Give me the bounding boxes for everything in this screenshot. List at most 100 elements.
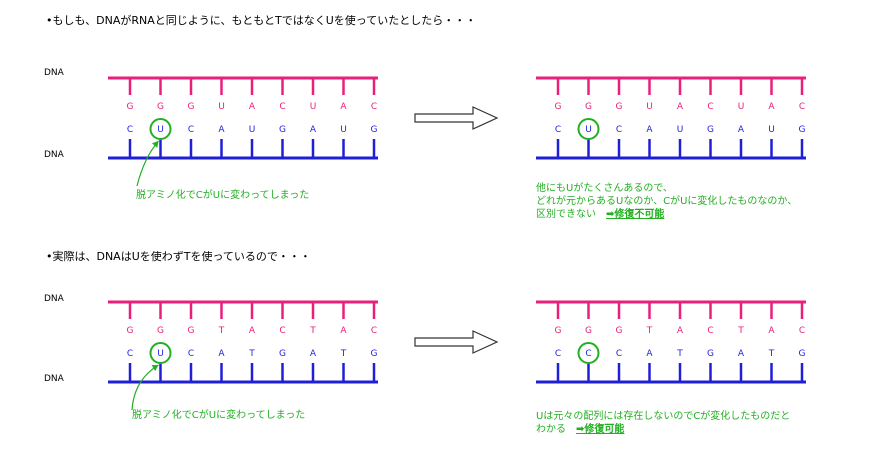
section2-left-helix-bottom-base: G — [279, 349, 286, 359]
section2-right-helix-bottom-base: A — [738, 349, 745, 359]
section1-bottom-dna-label: DNA — [44, 150, 64, 160]
section1-right-helix-highlight-circle — [577, 118, 600, 140]
section1-left-helix-top-base: G — [188, 102, 195, 112]
section2-left-helix-top-base: C — [371, 326, 377, 336]
section1-left-helix-top-base: U — [310, 102, 317, 112]
section2-right-helix-top-base: C — [707, 326, 713, 336]
section1-right-helix-top-base: C — [707, 102, 713, 112]
section1-left-helix-highlight-circle — [149, 118, 172, 140]
section1-left-helix-top-base: C — [279, 102, 285, 112]
section2-right-helix-top-base: G — [585, 326, 592, 336]
section1-repair-impossible-link: ➡修復不可能 — [606, 209, 665, 220]
section2-right-helix-bottom-base: T — [768, 349, 775, 359]
section2-right-helix-bottom-base: A — [646, 349, 653, 359]
section2-right-helix-top-base: A — [768, 326, 775, 336]
section2-left-helix-highlight-circle — [149, 342, 172, 364]
section2-top-dna-label: DNA — [44, 294, 64, 304]
section1-left-helix-top-base: G — [157, 102, 164, 112]
section1-right-helix-top-base: G — [555, 102, 562, 112]
section2-left-helix-bottom-base: U — [157, 349, 164, 359]
section1-right-helix-bottom-base: U — [585, 125, 592, 135]
section2-left-helix-top-base: C — [279, 326, 285, 336]
section1-right-note: 他にもUがたくさんあるので、 どれが元からあるUなのか、CがUに変化したものなの… — [536, 182, 797, 221]
section1-right-helix-bottom-base: A — [738, 125, 745, 135]
section1-left-helix-bottom-base: C — [127, 125, 133, 135]
section2-left-helix-top-base: G — [188, 326, 195, 336]
section2-right-helix-top-base: C — [799, 326, 805, 336]
section1-right-helix-top-base: C — [799, 102, 805, 112]
section2-left-helix-top-base: A — [340, 326, 347, 336]
section2-right-helix-bottom-base: T — [676, 349, 683, 359]
section2-bottom-dna-label: DNA — [44, 374, 64, 384]
section1-left-helix-top-base: A — [249, 102, 256, 112]
section2-right-helix-highlight-circle — [577, 342, 600, 364]
section2-right-helix-top-base: G — [616, 326, 623, 336]
section1-left-helix-bottom-base: U — [340, 125, 347, 135]
section2-left-helix-bottom-base: C — [127, 349, 133, 359]
section2-left-helix-top-base: A — [249, 326, 256, 336]
section2-right-helix-top-base: T — [646, 326, 653, 336]
section1-pointer-arrow-head — [151, 141, 159, 148]
section1-right-helix-top-base: G — [616, 102, 623, 112]
section2-right-helix-bottom-base: G — [799, 349, 806, 359]
section2-right-helix-bottom-base: C — [585, 349, 591, 359]
section2-right-helix-bottom-base: G — [707, 349, 714, 359]
section1-left-helix-bottom-base: G — [279, 125, 286, 135]
section2-right-helix-bottom-base: C — [555, 349, 561, 359]
section2-transform-arrow — [414, 330, 499, 354]
section2-left-helix-bottom-base: T — [340, 349, 347, 359]
section2-left-note: 脱アミノ化でCがUに変わってしまった — [132, 410, 306, 421]
section2-right-helix-top-base: T — [737, 326, 744, 336]
section2-left-helix-bottom-base: A — [310, 349, 317, 359]
section2-left-helix-top-base: G — [127, 326, 134, 336]
section1-left-helix-bottom-base: G — [371, 125, 378, 135]
section1-left-helix-bottom-base: A — [218, 125, 225, 135]
section1-right-helix-bottom-base: A — [646, 125, 653, 135]
section1-right-helix-top-base: U — [646, 102, 653, 112]
section2-right-helix-top-base: G — [555, 326, 562, 336]
section1-right-note-line-3: 区別できない ➡修復不可能 — [536, 208, 797, 221]
section1-left-note: 脱アミノ化でCがUに変わってしまった — [136, 190, 310, 201]
section2-left-helix-top-base: T — [309, 326, 316, 336]
section1-right-helix-bottom-base: U — [677, 125, 684, 135]
section2-pointer-arrow-head — [151, 365, 159, 372]
section1-left-helix-top-base: G — [127, 102, 134, 112]
section2-left-helix-bottom-base: T — [248, 349, 255, 359]
section1-left-helix-bottom-base: U — [249, 125, 256, 135]
section1-left-helix-top-base: A — [340, 102, 347, 112]
section1-left-helix-bottom-base: C — [188, 125, 194, 135]
section1-transform-arrow — [414, 106, 499, 130]
section1-heading: •もしも、DNAがRNAと同じように、もともとTではなくUを使っていたとしたら・… — [46, 14, 477, 27]
section1-right-note-line-3-text: 区別できない — [536, 209, 606, 220]
section2-left-helix-bottom-base: C — [188, 349, 194, 359]
section2-right-helix-bottom-base: C — [616, 349, 622, 359]
section2-right-note: Uは元々の配列には存在しないのでCが変化したものだと わかる ➡修復可能 — [536, 410, 790, 436]
section1-left-helix-top-base: U — [218, 102, 225, 112]
section1-left-helix-top-base: C — [371, 102, 377, 112]
section2-right-note-line-2: わかる ➡修復可能 — [536, 423, 790, 436]
section2-right-note-line-1: Uは元々の配列には存在しないのでCが変化したものだと — [536, 411, 791, 422]
section1-right-helix-top-base: U — [738, 102, 745, 112]
section2-pointer-arrow — [131, 364, 159, 411]
section2-left-helix-bottom-base: G — [371, 349, 378, 359]
section1-right-note-line-2: どれが元からあるUなのか、CがUに変化したものなのか、 — [536, 196, 798, 207]
section2-left-helix-top-base: G — [157, 326, 164, 336]
section1-right-note-line-1: 他にもUがたくさんあるので、 — [536, 183, 673, 194]
section2-heading: •実際は、DNAはUを使わずTを使っているので・・・ — [46, 250, 311, 263]
section1-left-helix-bottom-base: U — [157, 125, 164, 135]
section1-right-helix-bottom-base: U — [768, 125, 775, 135]
section1-right-helix-top-base: A — [768, 102, 775, 112]
section1-right-helix-bottom-base: G — [707, 125, 714, 135]
section1-right-helix-bottom-base: G — [799, 125, 806, 135]
section1-right-helix-bottom-base: C — [555, 125, 561, 135]
section1-right-helix-bottom-base: C — [616, 125, 622, 135]
section2-right-helix-top-base: A — [677, 326, 684, 336]
section1-left-helix-bottom-base: A — [310, 125, 317, 135]
section1-right-helix-top-base: A — [677, 102, 684, 112]
section2-left-helix-top-base: T — [218, 326, 225, 336]
section1-right-helix-top-base: G — [585, 102, 592, 112]
section1-pointer-arrow — [136, 140, 159, 187]
section1-top-dna-label: DNA — [44, 68, 64, 78]
section2-left-helix-bottom-base: A — [218, 349, 225, 359]
